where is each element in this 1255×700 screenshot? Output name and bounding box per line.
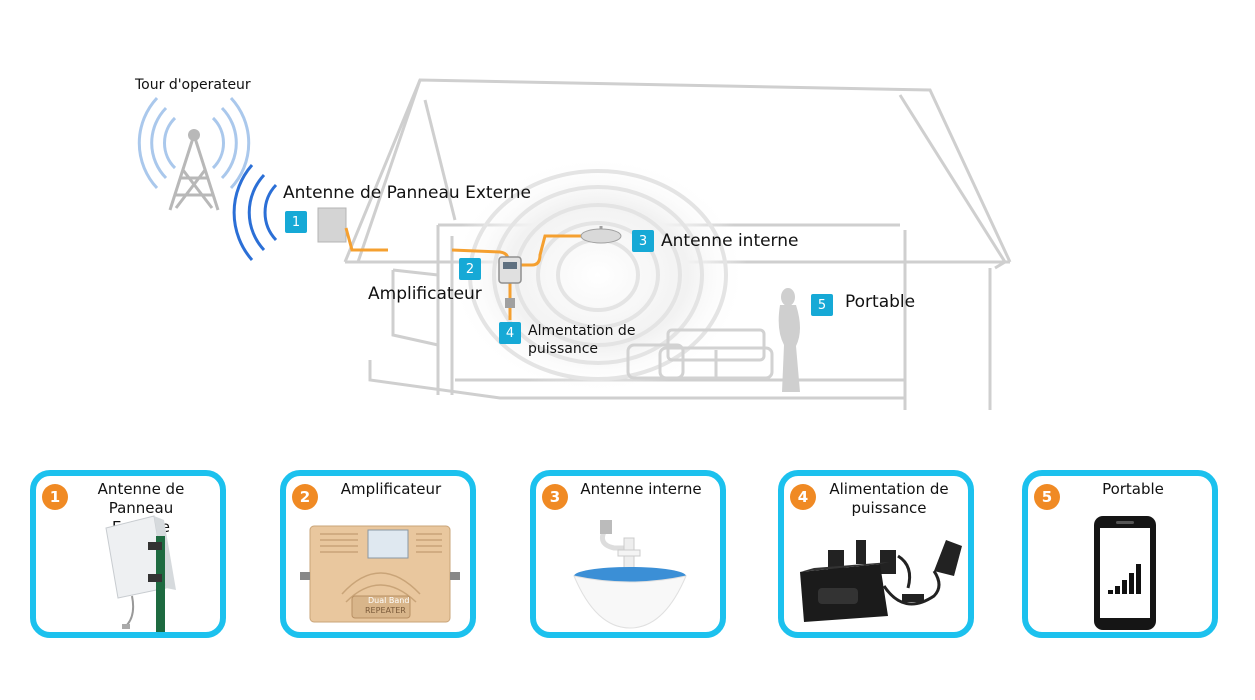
badge-1: 1	[285, 211, 307, 233]
card-number: 2	[292, 484, 318, 510]
card-indoor-antenna: 3 Antenne interne	[530, 470, 726, 638]
ceiling-antenna-icon	[580, 226, 622, 244]
indoor-antenna-label: Antenne interne	[661, 231, 799, 251]
indoor-signal-waves	[448, 155, 748, 395]
card-outdoor-antenna: 1 Antenne de Panneau Externe	[30, 470, 226, 638]
badge-5: 5	[811, 294, 833, 316]
badge-3: 3	[632, 230, 654, 252]
card-title: Alimentation de puissance	[829, 480, 949, 517]
person-silhouette	[778, 288, 800, 392]
sofa-icon	[626, 328, 774, 380]
ceiling-antenna-icon	[573, 520, 687, 629]
tower-label: Tour d'operateur	[135, 77, 251, 93]
device-label-dual-band: Dual Band	[368, 596, 410, 605]
outdoor-antenna-label: Antenne de Panneau Externe	[283, 183, 531, 203]
outdoor-signal-arcs	[232, 164, 278, 261]
card-mobile-phone: 5 Portable	[1022, 470, 1218, 638]
power-adapter-icon	[800, 540, 962, 622]
card-power-supply: 4 Alimentation de puissance	[778, 470, 974, 638]
card-number: 4	[790, 484, 816, 510]
card-title: Amplificateur	[340, 480, 442, 498]
card-title: Antenne interne	[580, 480, 702, 498]
power-supply-icon	[505, 298, 515, 308]
badge-2: 2	[459, 258, 481, 280]
power-label-line2: puissance	[528, 341, 598, 357]
panel-antenna-icon	[317, 207, 347, 243]
card-title: Portable	[1102, 480, 1164, 498]
card-amplifier: 2 Amplificateur Dual Band REPEATER	[280, 470, 476, 638]
power-label-line1: Almentation de	[528, 323, 636, 339]
panel-antenna-icon	[105, 515, 176, 632]
badge-4: 4	[499, 322, 521, 344]
repeater-icon	[300, 525, 460, 623]
tower-icon	[137, 96, 251, 211]
phone-label: Portable	[845, 292, 916, 312]
device-label-repeater: REPEATER	[365, 606, 406, 615]
amplifier-icon	[498, 256, 522, 284]
amplifier-label: Amplificateur	[368, 284, 482, 304]
smartphone-icon	[1094, 516, 1156, 630]
card-number: 3	[542, 484, 568, 510]
card-number: 1	[42, 484, 68, 510]
card-number: 5	[1034, 484, 1060, 510]
